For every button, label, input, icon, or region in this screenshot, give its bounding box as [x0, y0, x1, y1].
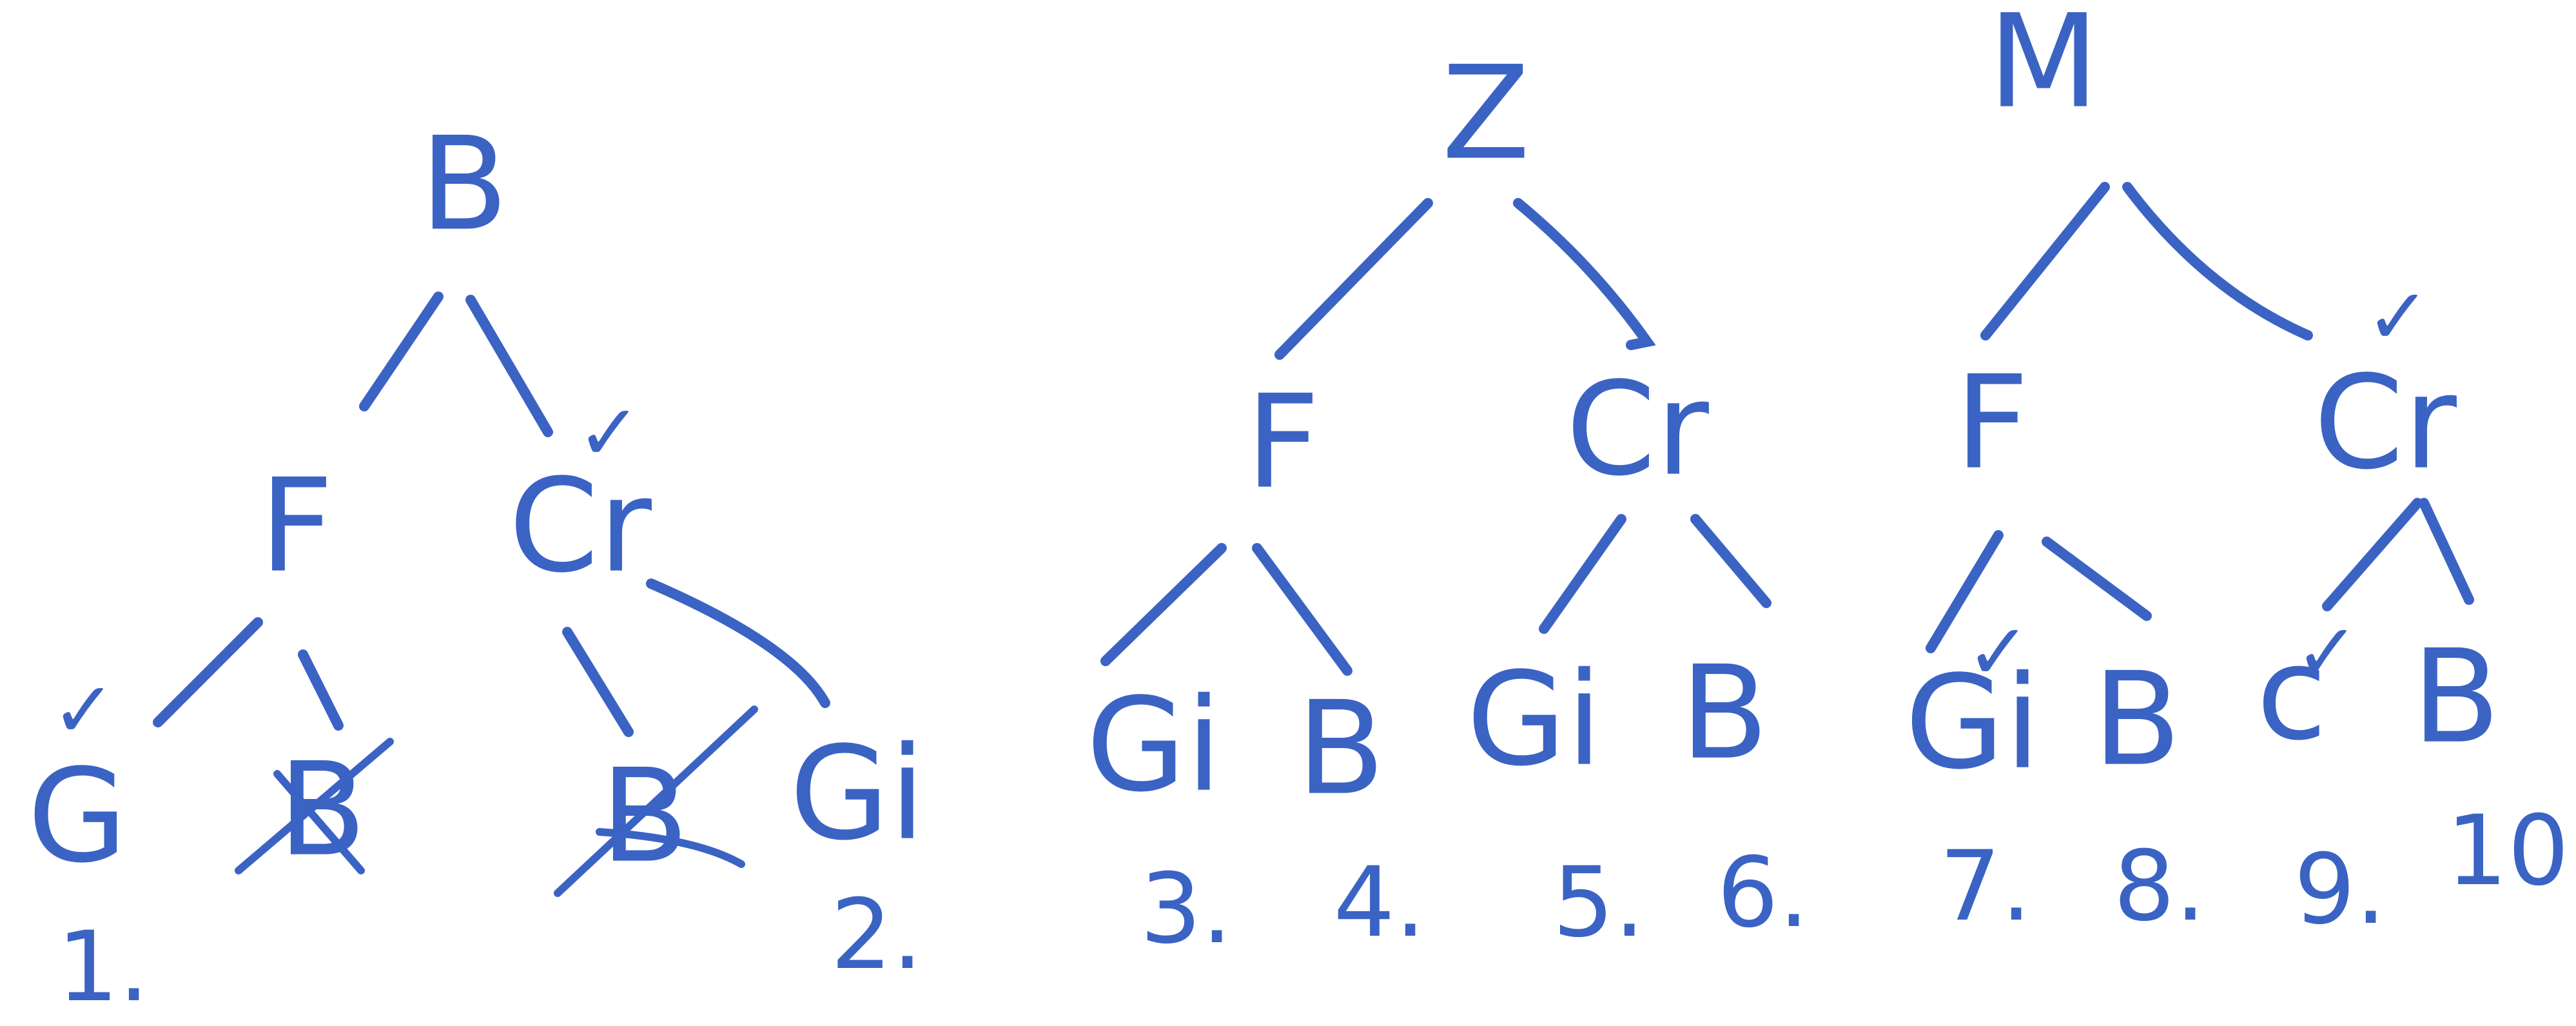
tree-2-number-3: 5.: [1552, 847, 1644, 959]
tree-1-edge-root-left: [359, 291, 444, 411]
tree-2-right-node: Cr: [1566, 355, 1710, 505]
tree-1-number-1: 1.: [57, 911, 149, 1023]
tree-3-number-2: 8.: [2113, 831, 2205, 943]
tree-3-edge-right-1: [2322, 498, 2423, 611]
tree-2-leaf-4: B: [1680, 638, 1768, 789]
tree-3-number-4: 10: [2446, 795, 2570, 907]
tree-1-leaf-1: G: [28, 742, 128, 892]
tree-2-number-1: 3.: [1140, 853, 1232, 965]
tree-2-number-4: 6.: [1717, 837, 1809, 949]
tree-3-edge-left-2: [2042, 537, 2152, 621]
tree-2-edge-right-2: [1690, 514, 1771, 608]
tree-2-leaf-1: Gi: [1086, 671, 1222, 821]
tree-3-number-3: 9.: [2294, 834, 2386, 946]
tree-3-edge-root-left: [1980, 182, 2110, 340]
tree-1-leaf-2-strike: [235, 738, 394, 874]
tree-2-edge-root-left: [1274, 198, 1433, 360]
tree-1-leaf-1-check-mark: ✓: [52, 666, 117, 756]
tree-3-edge-root-right: [2122, 182, 2313, 340]
tree-1-right-check-mark: ✓: [577, 389, 642, 478]
tree-3-root: M: [1988, 0, 2100, 137]
tree-1-root: B: [420, 110, 508, 260]
tree-3-leaf-3-check-mark: ✓: [2295, 608, 2360, 698]
tree-2-edge-right-1: [1539, 514, 1626, 634]
tree-3-leaf-1-check-mark: ✓: [1966, 608, 2031, 698]
tree-3-right-node: Cr: [2314, 348, 2457, 498]
tree-2-edge-left-1: [1100, 543, 1227, 666]
tree-1-number-2: 2.: [830, 879, 922, 991]
tree-3-leaf-4: B: [2412, 622, 2500, 773]
tree-2-edge-root-right: [1513, 198, 1656, 350]
tree-1-edge-left-1: [153, 617, 263, 727]
tree-3-right-check-mark: ✓: [2366, 273, 2431, 362]
tree-3-leaf-1: Gi: [1905, 648, 2041, 798]
tree-2-leaf-3: Gi: [1467, 645, 1603, 795]
tree-1: B F ✓ Cr ✓ G B B Gi 1. 2.: [28, 110, 926, 1023]
tree-2-leaf-2: B: [1296, 674, 1385, 824]
tree-3-number-1: 7.: [1939, 831, 2031, 943]
tree-2-number-2: 4.: [1333, 847, 1425, 959]
tree-2-edge-left-2: [1252, 543, 1352, 676]
tree-2-root: Z: [1441, 39, 1530, 189]
tree-1-leaf-4: Gi: [790, 719, 926, 869]
tree-3-left-node: F: [1955, 348, 2029, 498]
tree-1-left-node: F: [259, 451, 333, 602]
tree-3-edge-right-2: [2419, 498, 2474, 605]
tree-2: Z F Cr Gi B Gi B 3. 4. 5. 6.: [1086, 39, 1810, 965]
tree-1-right-node: Cr: [509, 451, 652, 602]
tree-3: M F ✓ Cr ✓ Gi B ✓ c B 7. 8. 9. 10: [1905, 0, 2570, 946]
tree-1-leaf-3-strike: [554, 705, 758, 897]
tree-1-edge-left-2: [298, 649, 344, 731]
tree-2-left-node: F: [1245, 368, 1320, 518]
tree-3-edge-left-1: [1926, 530, 2004, 653]
tree-1-leaf-2-strike-b: [273, 770, 365, 874]
tree-1-leaf-3-strike-b: [596, 828, 745, 868]
tree-1-edge-right-2: [646, 578, 830, 708]
tree-3-leaf-2: B: [2093, 645, 2181, 795]
tree-1-edge-root-right: [465, 295, 553, 437]
tree-3-leaf-3: c: [2256, 619, 2327, 769]
tree-1-edge-right-1: [562, 627, 634, 737]
